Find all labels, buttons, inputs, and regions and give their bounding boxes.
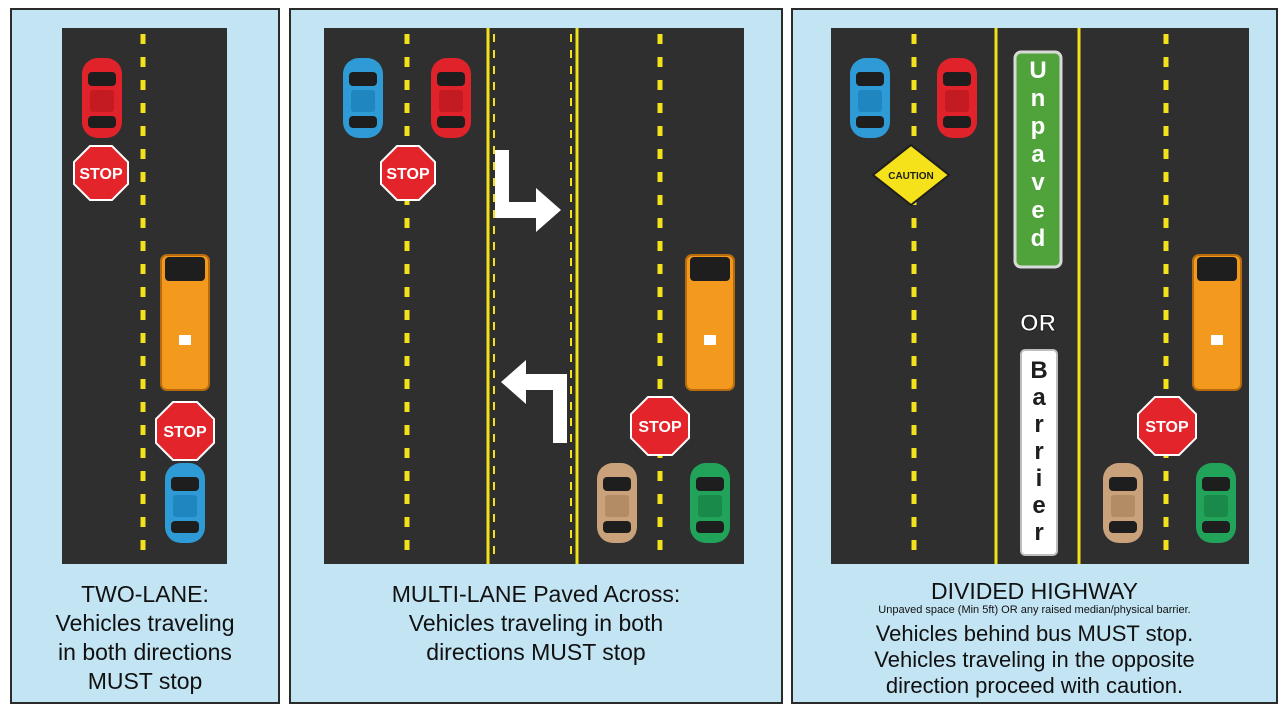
caption-line: Vehicles traveling [55,610,235,636]
stop-sign-icon: STOP [1137,396,1197,456]
stop-sign-icon: STOP [380,145,436,201]
caution-sign-text: CAUTION [888,171,934,182]
school-bus-icon [1192,254,1242,391]
caption-line: TWO-LANE: [81,581,209,607]
caution-sign-icon: CAUTION [871,143,951,207]
caption-line: MULTI-LANE Paved Across: [391,581,681,607]
two-lane-road-diagram: STOP STOP [62,28,227,564]
divided-highway-caption: DIVIDED HIGHWAY Unpaved space (Min 5ft) … [793,578,1276,699]
car-icon [343,58,383,138]
stop-sign-text: STOP [79,166,123,183]
caption-line: MUST stop [87,668,203,694]
car-icon [1103,463,1143,543]
stop-sign-icon: STOP [630,396,690,456]
school-bus-icon [685,254,735,391]
caption-line: Vehicles behind bus MUST stop. [875,621,1194,646]
school-bus-icon [160,254,210,391]
panel-two-lane: STOP STOP TWO-LANE: Vehicles traveling i… [10,8,280,704]
car-icon [82,58,122,138]
car-icon [937,58,977,138]
multi-lane-road-diagram: STOP STOP [324,28,744,564]
two-lane-caption: TWO-LANE: Vehicles traveling in both dir… [12,580,278,696]
stop-sign-text: STOP [1145,419,1189,436]
turn-arrow-icon [501,360,567,443]
turn-arrow-icon [495,150,561,232]
caption-line: directions MUST stop [426,639,646,665]
stop-sign-text: STOP [386,166,430,183]
caption-line: direction proceed with caution. [885,673,1184,698]
caption-line: Vehicles traveling in both [408,610,664,636]
road-surface [324,28,744,564]
stop-sign-icon: STOP [155,401,215,461]
car-icon [597,463,637,543]
car-icon [690,463,730,543]
multi-lane-caption: MULTI-LANE Paved Across: Vehicles travel… [291,580,781,667]
caption-title: DIVIDED HIGHWAY [930,578,1138,604]
stop-sign-icon: STOP [73,145,129,201]
car-icon [165,463,205,543]
caption-subtitle: Unpaved space (Min 5ft) OR any raised me… [878,604,1191,616]
or-label: OR [1020,310,1056,337]
car-icon [850,58,890,138]
car-icon [431,58,471,138]
car-icon [1196,463,1236,543]
stop-sign-text: STOP [638,419,682,436]
caption-line: Vehicles traveling in the opposite [874,647,1195,672]
caption-line: in both directions [58,639,232,665]
stop-sign-text: STOP [163,424,207,441]
panel-multi-lane: STOP STOP MULTI-LANE Pave [289,8,783,704]
